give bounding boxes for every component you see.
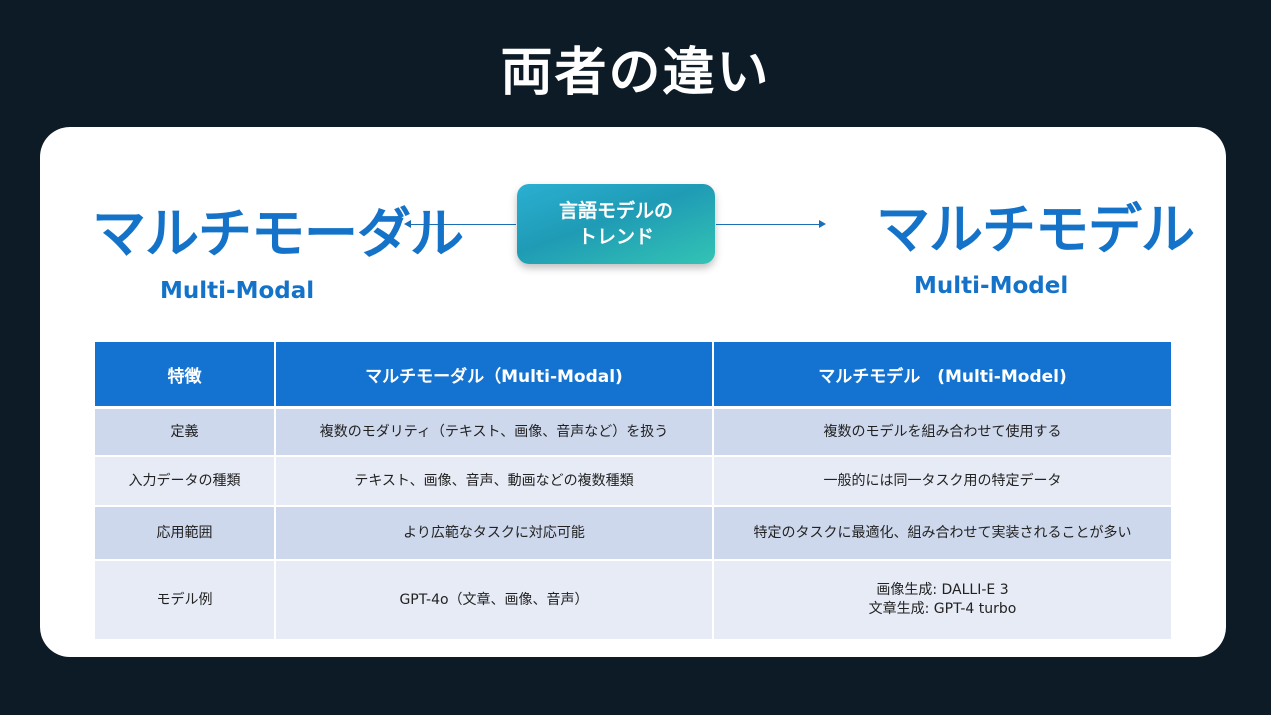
header-multimodal: マルチモーダル（Multi-Modal) — [275, 342, 714, 409]
table-row: 定義 複数のモダリティ（テキスト、画像、音声など）を扱う 複数のモデルを組み合わ… — [95, 407, 1171, 457]
trend-label-line1: 言語モデルの — [558, 200, 673, 222]
trend-box: 言語モデルの トレンド — [517, 184, 715, 264]
right-arrow-line — [716, 224, 820, 225]
row-label: 応用範囲 — [95, 506, 276, 561]
left-arrow-line — [408, 224, 516, 225]
model-example-line: 画像生成: DALLI-E 3 — [876, 582, 1009, 598]
header-multimodel: マルチモデル (Multi-Model) — [713, 342, 1171, 409]
multimodel-cell: 一般的には同一タスク用の特定データ — [713, 456, 1171, 507]
content-card: マルチモーダル Multi-Modal 言語モデルの トレンド マルチモデル M… — [40, 127, 1226, 657]
right-heading: マルチモデル — [876, 198, 1195, 261]
multimodel-cell: 特定のタスクに最適化、組み合わせて実装されることが多い — [713, 506, 1171, 561]
left-heading: マルチモーダル — [92, 202, 464, 265]
header-feature: 特徴 — [95, 342, 276, 409]
row-label: 定義 — [95, 407, 276, 457]
trend-label-line2: トレンド — [577, 226, 654, 248]
table-row: 応用範囲 より広範なタスクに対応可能 特定のタスクに最適化、組み合わせて実装され… — [95, 506, 1171, 561]
left-subheading: Multi-Modal — [160, 278, 315, 304]
right-arrow-icon — [819, 220, 826, 228]
row-label: 入力データの種類 — [95, 456, 276, 507]
multimodel-cell: 画像生成: DALLI-E 3 文章生成: GPT-4 turbo — [713, 560, 1171, 641]
table-header-row: 特徴 マルチモーダル（Multi-Modal) マルチモデル (Multi-Mo… — [95, 342, 1171, 409]
right-subheading: Multi-Model — [914, 273, 1069, 299]
row-label: モデル例 — [95, 560, 276, 641]
multimodal-cell: テキスト、画像、音声、動画などの複数種類 — [275, 456, 714, 507]
model-example-line: 文章生成: GPT-4 turbo — [868, 601, 1017, 617]
left-arrow-icon — [404, 220, 411, 228]
multimodel-cell: 複数のモデルを組み合わせて使用する — [713, 407, 1171, 457]
table-row: モデル例 GPT-4o（文章、画像、音声） 画像生成: DALLI-E 3 文章… — [95, 560, 1171, 641]
multimodal-cell: より広範なタスクに対応可能 — [275, 506, 714, 561]
multimodal-cell: 複数のモダリティ（テキスト、画像、音声など）を扱う — [275, 407, 714, 457]
slide-title: 両者の違い — [500, 43, 771, 103]
comparison-table: 特徴 マルチモーダル（Multi-Modal) マルチモデル (Multi-Mo… — [95, 342, 1171, 641]
table-row: 入力データの種類 テキスト、画像、音声、動画などの複数種類 一般的には同一タスク… — [95, 456, 1171, 507]
multimodal-cell: GPT-4o（文章、画像、音声） — [275, 560, 714, 641]
